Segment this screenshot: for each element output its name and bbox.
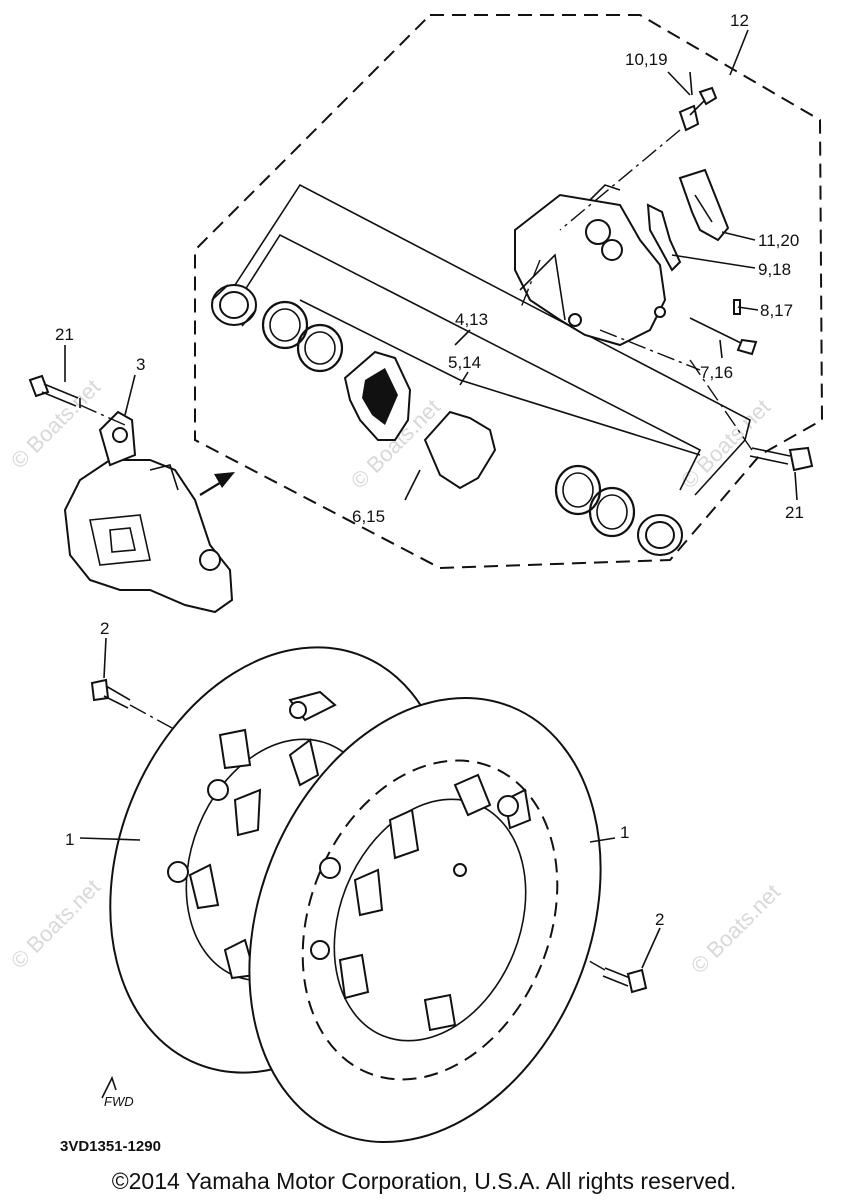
callout-4-13: 4,13 [455,310,488,329]
pad-pin [689,299,758,356]
caliper-half-upper [514,184,667,347]
assembly-arrow [199,472,235,496]
watermark: © Boats.net [686,879,785,978]
caliper-assembled [63,410,234,614]
pad-spring [678,168,730,242]
alignment-lines [519,129,701,371]
callout-10-19: 10,19 [625,50,668,69]
forward-direction-mark: FWD [101,1075,134,1109]
bolt-21-right [689,359,814,472]
piston-set-right [554,464,683,556]
callout-2-bottom: 2 [655,910,664,929]
leader-lines [64,29,798,969]
retaining-clip [646,203,682,272]
callout-7-16: 7,16 [700,363,733,382]
bolt-2-top [90,678,186,736]
parts-frame-lines [234,183,751,496]
caliper-assembly-outline [194,14,824,570]
copyright-notice: ©2014 Yamaha Motor Corporation, U.S.A. A… [111,1168,737,1194]
callout-11-20: 11,20 [758,231,799,250]
callout-3: 3 [136,355,145,374]
callout-2-top: 2 [100,619,109,638]
diagram-code: 3VD1351-1290 [60,1138,161,1155]
callout-12: 12 [730,11,749,30]
callout-6-15: 6,15 [352,507,385,526]
watermark: © Boats.net [676,394,775,493]
callout-21-left: 21 [55,325,74,344]
callout-9-18: 9,18 [758,260,791,279]
piston-set-left [211,284,344,373]
callout-8-17: 8,17 [760,301,793,320]
brake-disc-right [248,696,602,1144]
bleed-screw [678,86,718,132]
forward-label: FWD [104,1094,134,1109]
callout-1-left: 1 [65,830,74,849]
watermark: © Boats.net [6,874,105,973]
brake-pads [343,350,497,490]
callout-1-right: 1 [620,823,629,842]
callout-21-right: 21 [785,503,804,522]
callouts: 12 10,19 11,20 9,18 8,17 7,16 4,13 5,14 … [55,11,804,929]
bolt-21-left [28,374,126,426]
callout-5-14: 5,14 [448,353,481,372]
